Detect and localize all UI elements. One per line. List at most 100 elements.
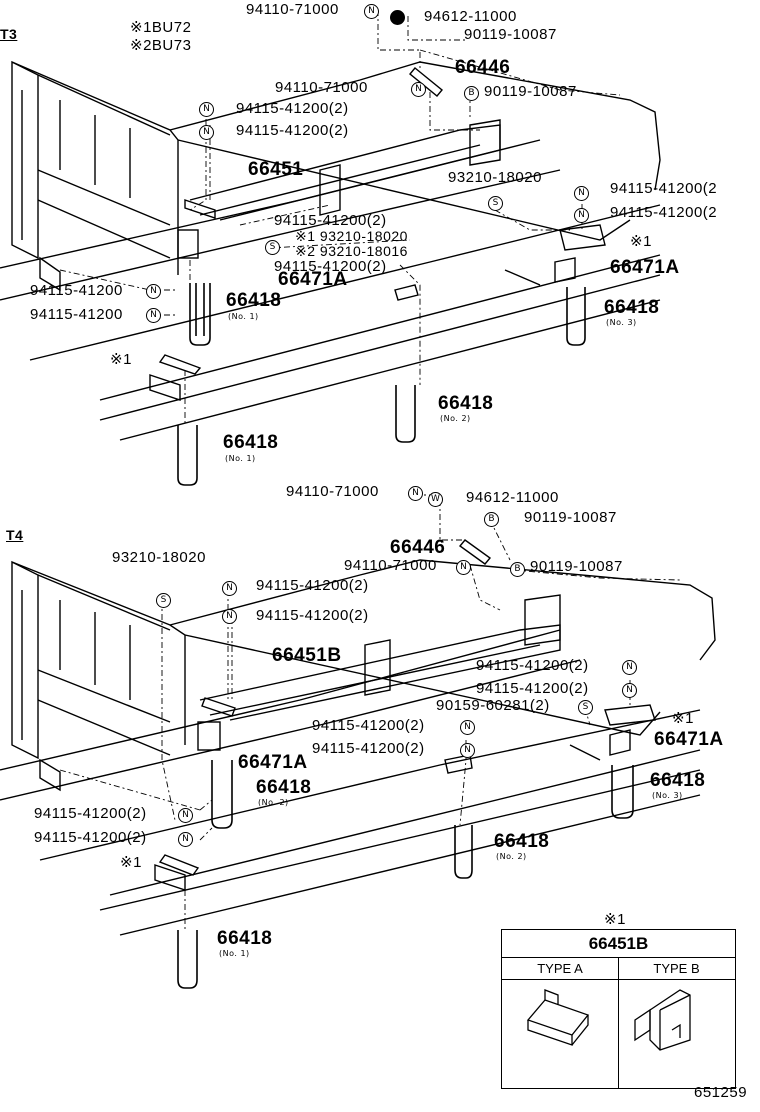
nut-n-icon: N bbox=[622, 683, 637, 698]
label-94115-r2: 94115-41200(2 bbox=[610, 204, 718, 221]
label-66446: 66446 bbox=[455, 57, 511, 78]
label-66418-d-no: (No. 1) bbox=[225, 454, 256, 463]
section-title-t3: T3 bbox=[0, 26, 18, 42]
label-94115-l2: 94115-41200(2) bbox=[34, 829, 147, 846]
label-94110-mid: 94110-71000 bbox=[344, 557, 437, 574]
legend-table: 66451B TYPE A TYPE B bbox=[501, 929, 736, 1089]
label-66418-d-no: (No. 1) bbox=[219, 949, 250, 958]
label-94115-c2: 94115-41200(2) bbox=[274, 258, 387, 275]
label-66418-c-no: (No. 2) bbox=[496, 852, 527, 861]
label-66418-b: 66418 bbox=[604, 297, 660, 318]
washer-filled-icon bbox=[390, 10, 405, 25]
label-66471A-r: 66471A bbox=[654, 729, 724, 750]
t4-leader-lines bbox=[59, 494, 681, 930]
screw-s-icon: S bbox=[488, 196, 503, 211]
bolt-b-icon: B bbox=[464, 86, 479, 101]
nut-n-icon: N bbox=[460, 743, 475, 758]
nut-n-icon: N bbox=[364, 4, 379, 19]
t3-bed-outline bbox=[0, 60, 661, 441]
label-66418-a: 66418 bbox=[256, 777, 312, 798]
label-90119-a: 90119-10087 bbox=[464, 26, 557, 43]
label-94115-c1: 94115-41200(2) bbox=[312, 717, 425, 734]
nut-n-icon: N bbox=[178, 832, 193, 847]
nut-n-icon: N bbox=[178, 808, 193, 823]
label-93210-c2: ※2 93210-18016 bbox=[295, 243, 408, 259]
legend-type-b: TYPE B bbox=[618, 958, 735, 980]
legend-ref: ※1 bbox=[604, 911, 626, 928]
screw-s-icon: S bbox=[265, 240, 280, 255]
label-94115-l1: 94115-41200(2) bbox=[34, 805, 147, 822]
label-66446: 66446 bbox=[390, 537, 446, 558]
label-94110-mid: 94110-71000 bbox=[275, 79, 368, 96]
label-93210: 93210-18020 bbox=[112, 549, 206, 566]
nut-n-icon: N bbox=[460, 720, 475, 735]
label-94115-1: 94115-41200(2) bbox=[256, 577, 369, 594]
nut-n-icon: N bbox=[411, 82, 426, 97]
label-94110-top: 94110-71000 bbox=[246, 1, 339, 18]
label-66418-a-no: (No. 1) bbox=[228, 312, 259, 321]
nut-n-icon: N bbox=[199, 125, 214, 140]
model-note-2: ※2BU73 bbox=[130, 37, 192, 54]
ref-note-l: ※1 bbox=[110, 351, 132, 368]
ref-note-l: ※1 bbox=[120, 854, 142, 871]
section-title-t4: T4 bbox=[6, 527, 24, 543]
label-94115-ll2: 94115-41200 bbox=[30, 306, 123, 323]
label-94115-2: 94115-41200(2) bbox=[256, 607, 369, 624]
label-66418-a-no: (No. 2) bbox=[258, 798, 289, 807]
label-66418-b-no: (No. 3) bbox=[606, 318, 637, 327]
label-93210-c1: ※1 93210-18020 bbox=[295, 228, 408, 244]
legend-type-a: TYPE A bbox=[502, 958, 618, 980]
model-note-1: ※1BU72 bbox=[130, 19, 192, 36]
label-90119-a: 90119-10087 bbox=[524, 509, 617, 526]
t3-u-bolts bbox=[177, 283, 586, 486]
label-94115-c2: 94115-41200(2) bbox=[312, 740, 425, 757]
nut-n-icon: N bbox=[199, 102, 214, 117]
screw-s-icon: S bbox=[578, 700, 593, 715]
ref-note-r: ※1 bbox=[630, 233, 652, 250]
figure-number: 651259 bbox=[694, 1084, 748, 1101]
label-94115-ll1: 94115-41200 bbox=[30, 282, 123, 299]
label-94115-l2: 94115-41200(2) bbox=[236, 122, 349, 139]
label-94110-top: 94110-71000 bbox=[286, 483, 379, 500]
label-66471A-l: 66471A bbox=[278, 269, 348, 290]
nut-n-icon: N bbox=[622, 660, 637, 675]
label-66418-a: 66418 bbox=[226, 290, 282, 311]
label-66451: 66451 bbox=[248, 159, 304, 180]
label-66418-r: 66418 bbox=[650, 770, 706, 791]
label-90159: 90159-60281(2) bbox=[436, 697, 550, 714]
label-66451B: 66451B bbox=[272, 645, 342, 666]
nut-n-icon: N bbox=[222, 609, 237, 624]
nut-n-icon: N bbox=[222, 581, 237, 596]
label-66418-c: 66418 bbox=[494, 831, 550, 852]
nut-n-icon: N bbox=[408, 486, 423, 501]
bolt-b-icon: B bbox=[510, 562, 525, 577]
label-94612: 94612-11000 bbox=[424, 8, 517, 25]
washer-w-icon: W bbox=[428, 492, 443, 507]
label-94115-l1: 94115-41200(2) bbox=[236, 100, 349, 117]
screw-s-icon: S bbox=[156, 593, 171, 608]
label-93210-r: 93210-18020 bbox=[448, 169, 542, 186]
label-90119-b: 90119-10087 bbox=[484, 83, 577, 100]
nut-n-icon: N bbox=[456, 560, 471, 575]
label-66471A-r: 66471A bbox=[610, 257, 680, 278]
t4-u-bolts bbox=[177, 760, 634, 989]
t3-leader-lines bbox=[59, 10, 621, 425]
label-66418-d: 66418 bbox=[217, 928, 273, 949]
label-66418-r-no: (No. 3) bbox=[652, 791, 683, 800]
label-94612: 94612-11000 bbox=[466, 489, 559, 506]
label-66471A-l: 66471A bbox=[238, 752, 308, 773]
t4-bed-outline bbox=[0, 539, 716, 936]
nut-n-icon: N bbox=[146, 284, 161, 299]
ref-note-r: ※1 bbox=[672, 710, 694, 727]
nut-n-icon: N bbox=[574, 186, 589, 201]
legend-part-drawings bbox=[526, 989, 691, 1051]
legend-title: 66451B bbox=[502, 930, 735, 958]
label-94115-r2: 94115-41200(2) bbox=[476, 680, 589, 697]
legend-divider bbox=[618, 958, 619, 1088]
label-90119-b: 90119-10087 bbox=[530, 558, 623, 575]
nut-n-icon: N bbox=[146, 308, 161, 323]
bolt-b-icon: B bbox=[484, 512, 499, 527]
label-66418-c-no: (No. 2) bbox=[440, 414, 471, 423]
nut-n-icon: N bbox=[574, 208, 589, 223]
